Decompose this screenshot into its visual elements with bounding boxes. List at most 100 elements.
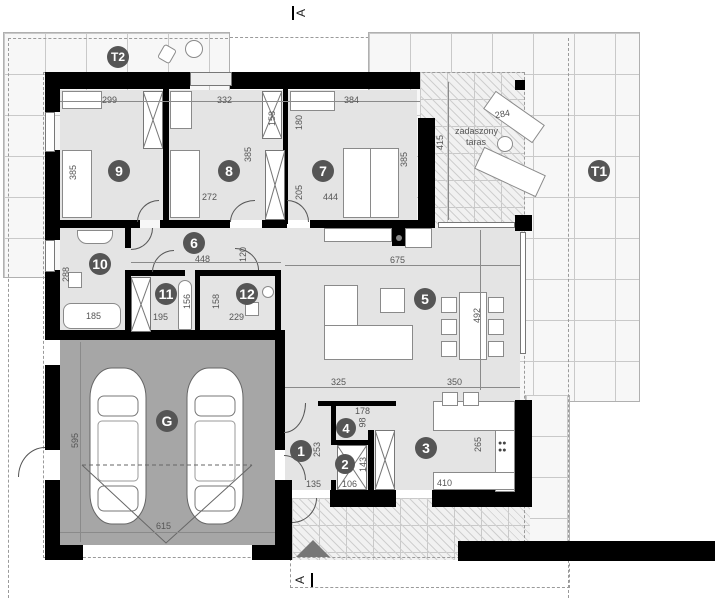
- dim-288: 288: [61, 266, 72, 283]
- entrance-arrow-icon: [296, 540, 330, 557]
- window-bedroom10-west: [45, 240, 55, 272]
- wall-bedroom-bottom4: [310, 220, 435, 228]
- dim-line-675: [285, 265, 520, 266]
- room-badge-11: 11: [155, 283, 177, 305]
- wardrobe-3: [375, 430, 395, 490]
- section-marker-bottom: A: [293, 573, 313, 587]
- wall-left-mid: [45, 150, 60, 240]
- terrace-t1-strip: [525, 395, 570, 545]
- room-badge-4: 4: [336, 418, 356, 438]
- dim-135: 135: [306, 479, 322, 489]
- wall-kitchen-right: [515, 400, 532, 507]
- window-bedroom9-west: [45, 112, 55, 152]
- wall-11-left: [125, 270, 131, 332]
- wall-11-12: [195, 270, 200, 332]
- terrace-table: [497, 136, 513, 152]
- wall-top-mid: [230, 72, 370, 89]
- window-living-east: [520, 232, 526, 354]
- dim-229: 229: [229, 312, 245, 322]
- t2-table: [185, 40, 203, 58]
- dim-158-12: 158: [211, 293, 222, 310]
- wardrobe-8: [262, 91, 282, 139]
- dim-line-325-350: [285, 387, 520, 388]
- dim-line-595: [80, 342, 81, 542]
- bed-7: [343, 148, 399, 218]
- tv-console: [324, 228, 392, 242]
- dining-chair: [441, 319, 457, 335]
- wall-garage-bottom-left: [45, 545, 83, 560]
- dim-415: 415: [435, 134, 446, 151]
- wall-right-bedroom7: [418, 118, 435, 228]
- bar-stool: [463, 392, 479, 406]
- shower-11: [131, 277, 151, 332]
- dim-195: 195: [153, 312, 169, 322]
- dim-299: 299: [102, 95, 118, 105]
- bed-9: [62, 150, 92, 218]
- wall-top-right: [370, 72, 420, 89]
- sink-10: [77, 230, 113, 244]
- dim-332: 332: [217, 95, 233, 105]
- wall-garage-bottom-right: [252, 545, 292, 560]
- room-badge-12: 12: [236, 283, 258, 305]
- terrace-t2-outline: [8, 38, 228, 598]
- dim-158-8: 158: [267, 110, 278, 127]
- terrace-badge-t1: T1: [588, 160, 610, 182]
- garage-door-swing: [81, 464, 253, 544]
- room-badge-8: 8: [218, 160, 240, 182]
- wall-kitchen-pantry-top: [318, 401, 396, 406]
- room-badge-g: G: [156, 410, 178, 432]
- dim-line-492: [480, 230, 481, 390]
- room-badge-5: 5: [414, 288, 436, 310]
- bathtub-10: [63, 303, 121, 329]
- dim-384: 384: [344, 95, 360, 105]
- wardrobe-7: [265, 150, 285, 220]
- tub-11: [178, 280, 192, 330]
- dim-492: 492: [472, 307, 483, 324]
- sink-12: [262, 286, 274, 298]
- dim-444: 444: [323, 192, 339, 202]
- room-badge-1: 1: [290, 440, 312, 462]
- dim-143: 143: [358, 456, 369, 473]
- wall-garage-top: [45, 330, 281, 340]
- cooktop-icon: ●●●●: [498, 440, 507, 454]
- wall-left-upper: [45, 72, 60, 112]
- dim-265: 265: [473, 436, 484, 453]
- dining-chair: [441, 341, 457, 357]
- dim-385-7: 385: [399, 151, 410, 168]
- dim-615: 615: [156, 521, 172, 531]
- dim-205: 205: [294, 184, 305, 201]
- wall-10-right: [125, 228, 131, 248]
- wall-12-top: [195, 270, 280, 276]
- wall-bottom-closet: [330, 490, 396, 507]
- bed-7-divider: [370, 148, 371, 218]
- kitchen-counter-bottom: [433, 472, 515, 490]
- dim-272: 272: [202, 192, 218, 202]
- dining-chair: [488, 297, 504, 313]
- dim-385-8: 385: [243, 146, 254, 163]
- dim-line-448: [131, 262, 281, 263]
- wall-corner-ne: [515, 215, 532, 231]
- desk-9: [62, 91, 102, 109]
- covered-terrace-label-line1: zadaszony: [455, 126, 499, 136]
- wall-closet-right: [368, 430, 374, 495]
- dim-385-9: 385: [68, 164, 79, 181]
- window-t2: [190, 72, 232, 86]
- room-badge-3: 3: [415, 437, 437, 459]
- dining-chair: [441, 297, 457, 313]
- wall-left-garage2: [45, 480, 60, 560]
- dim-675: 675: [390, 255, 406, 265]
- room-badge-9: 9: [108, 160, 130, 182]
- wall-left-garage1: [45, 365, 60, 450]
- wall-12-right: [275, 270, 281, 335]
- wall-pantry-bottom: [331, 440, 371, 445]
- dim-185: 185: [86, 311, 102, 321]
- toilet-10: [68, 272, 82, 288]
- fireplace-dot: [396, 235, 402, 241]
- room-badge-6: 6: [183, 232, 205, 254]
- wall-between-8-7: [283, 89, 288, 224]
- dining-table: [459, 292, 487, 360]
- dim-253: 253: [312, 441, 323, 458]
- coffee-table: [380, 288, 405, 313]
- dim-180: 180: [294, 114, 305, 131]
- terrace-t1-dashline: [568, 38, 569, 598]
